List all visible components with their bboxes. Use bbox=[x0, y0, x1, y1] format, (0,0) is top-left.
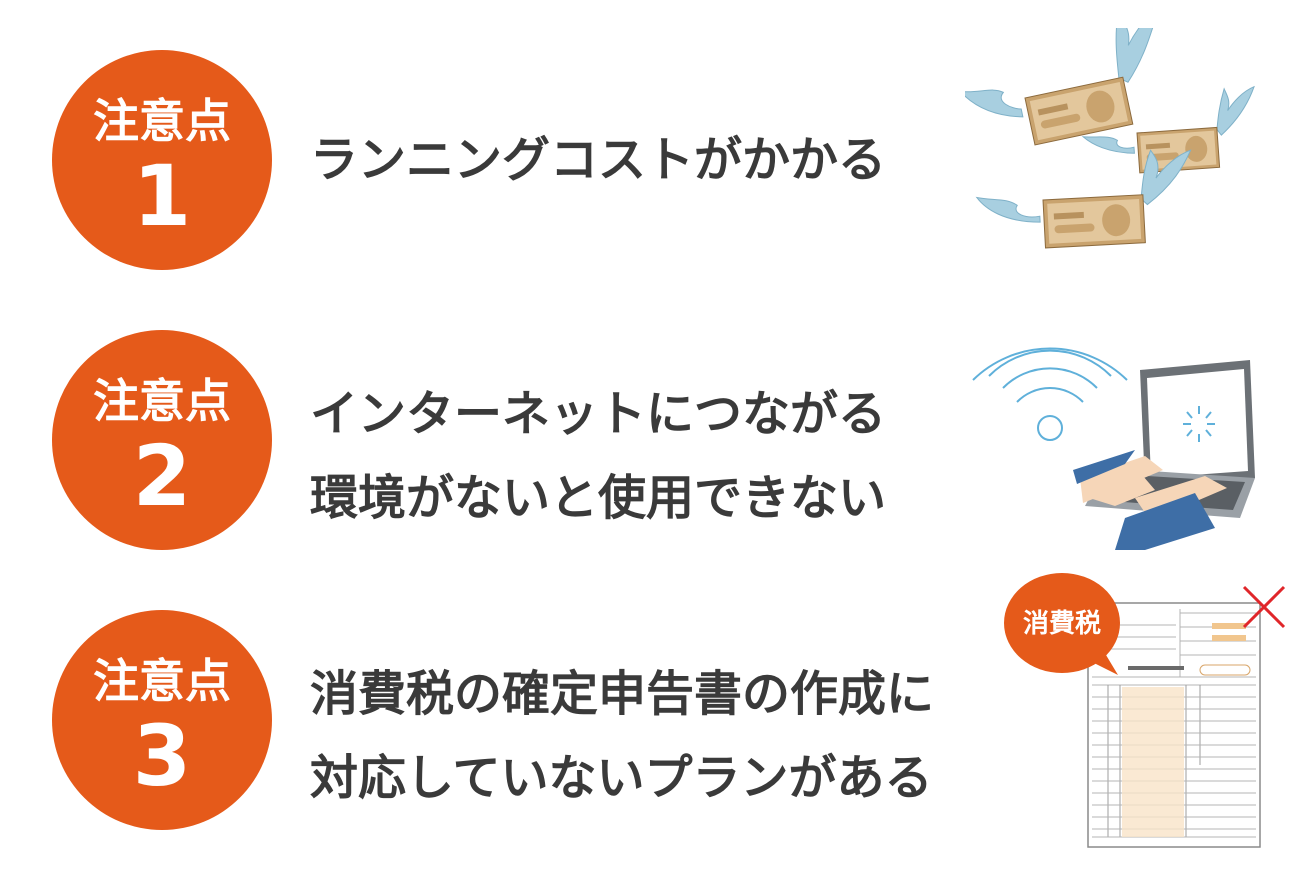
flying-money-illustration bbox=[965, 28, 1255, 249]
item-1-line-1: ランニングコストがかかる bbox=[310, 132, 887, 188]
wifi-icon bbox=[972, 347, 1128, 441]
flying-bill-icon bbox=[975, 149, 1192, 249]
item-2-line-1: インターネットにつながる bbox=[310, 386, 887, 442]
loading-spinner-icon bbox=[1183, 406, 1215, 442]
hands-icon bbox=[1073, 450, 1227, 550]
item-1-text: ランニングコストがかかる bbox=[310, 118, 886, 202]
point-badge-3: 注意点 3 bbox=[52, 610, 272, 830]
point-badge-2: 注意点 2 bbox=[52, 330, 272, 550]
tax-form-icon bbox=[1004, 573, 1286, 848]
red-cross-icon bbox=[1242, 585, 1286, 629]
point-badge-number: 3 bbox=[132, 707, 192, 805]
item-3-line-1: 消費税の確定申告書の作成に bbox=[310, 666, 935, 722]
item-3-line-2: 対応していないプランがある bbox=[310, 750, 933, 806]
item-2-line-2: 環境がないと使用できない bbox=[310, 470, 887, 526]
point-badge-number: 1 bbox=[132, 147, 192, 245]
item-2-text: インターネットにつながる 環境がないと使用できない bbox=[310, 372, 886, 540]
point-badge-1: 注意点 1 bbox=[52, 50, 272, 270]
point-badge-label: 注意点 bbox=[93, 374, 231, 428]
speech-bubble bbox=[1004, 573, 1120, 675]
item-3-text: 消費税の確定申告書の作成に 対応していないプランがある bbox=[310, 652, 934, 820]
point-badge-label: 注意点 bbox=[93, 654, 231, 708]
point-badge-label: 注意点 bbox=[93, 94, 231, 148]
tax-bubble-label: 消費税 bbox=[1022, 609, 1101, 639]
flying-bill-icon bbox=[965, 28, 1161, 146]
flying-bill-icon bbox=[1081, 85, 1255, 174]
wifi-laptop-illustration bbox=[972, 347, 1255, 550]
point-badge-number: 2 bbox=[132, 427, 192, 525]
tax-form-illustration: 消費税 bbox=[1000, 565, 1290, 855]
